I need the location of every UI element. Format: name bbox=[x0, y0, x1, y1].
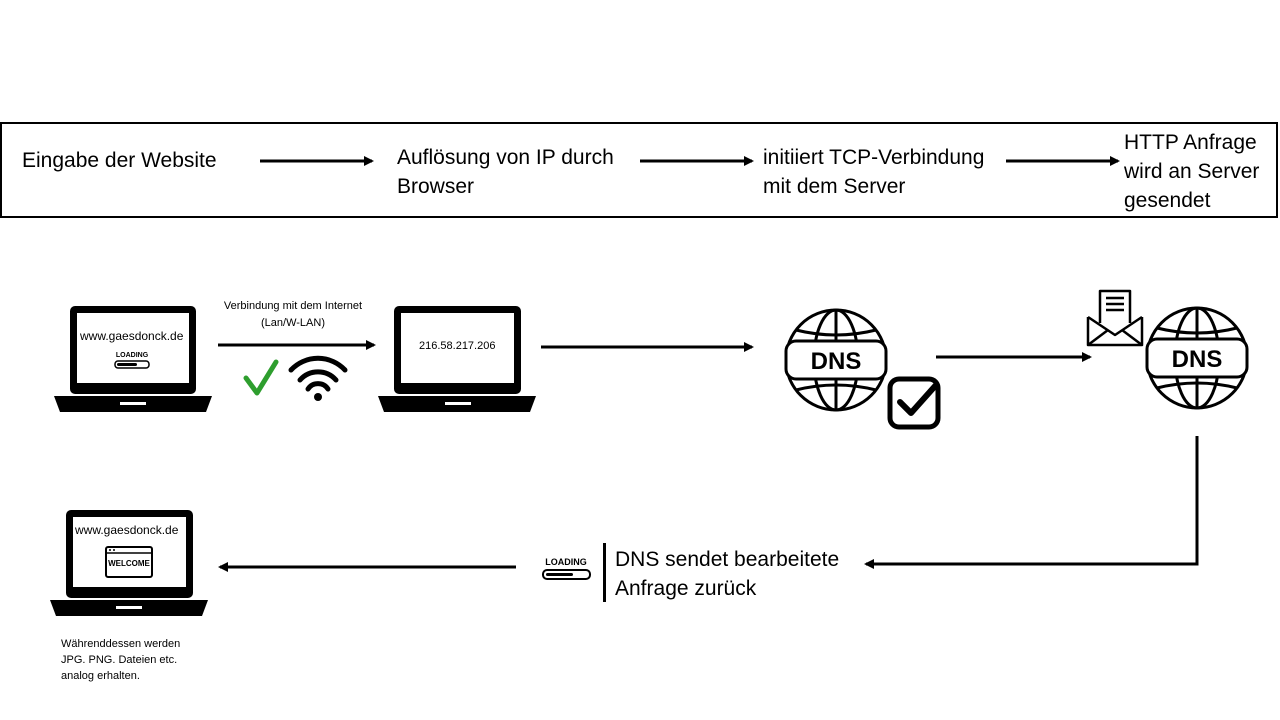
process-steps-box bbox=[0, 122, 1278, 218]
step-3: initiiert TCP-Verbindung mit dem Server bbox=[763, 143, 984, 201]
loading-badge-1: LOADING bbox=[116, 352, 149, 359]
laptop-1-url: www.gaesdonck.de bbox=[80, 329, 184, 343]
checkmark-icon bbox=[243, 359, 279, 396]
connection-label-line-2: (Lan/W-LAN) bbox=[261, 317, 325, 329]
dns-label-2: DNS bbox=[1172, 346, 1223, 373]
step-4: HTTP Anfrage wird an Server gesendet bbox=[1124, 128, 1259, 215]
step-4-line-1: HTTP Anfrage bbox=[1124, 131, 1257, 154]
wifi-icon bbox=[288, 355, 348, 401]
loading-bar-icon-2 bbox=[542, 569, 591, 580]
footnote-line-1: Währenddessen werden bbox=[61, 638, 181, 650]
return-arrow bbox=[864, 436, 1199, 569]
loading-badge-2: LOADING bbox=[545, 557, 587, 567]
footnote-line-2: JPG. PNG. Dateien etc. bbox=[61, 654, 178, 666]
dns-globe-icon-1 bbox=[784, 308, 888, 412]
connection-label: Verbindung mit dem Internet (Lan/W-LAN) bbox=[208, 298, 378, 332]
dns-label-1: DNS bbox=[811, 348, 862, 375]
loading-bar-icon-1 bbox=[114, 360, 150, 369]
checkbox-icon bbox=[887, 376, 941, 430]
step-4-line-3: gesendet bbox=[1124, 189, 1211, 212]
welcome-window-icon bbox=[105, 546, 153, 578]
step-1-line-1: Eingabe der Website bbox=[22, 149, 217, 172]
laptop-icon-1 bbox=[54, 306, 212, 412]
footnote-line-3: analog erhalten. bbox=[61, 670, 140, 682]
step-3-line-1: initiiert TCP-Verbindung bbox=[763, 146, 985, 169]
step-2-line-1: Auflösung von IP durch bbox=[397, 146, 614, 169]
dns-response-text: DNS sendet bearbeitete Anfrage zurück bbox=[615, 545, 839, 603]
step-4-line-2: wird an Server bbox=[1124, 160, 1260, 183]
welcome-badge: WELCOME bbox=[108, 559, 150, 568]
dns-globe-icon-2 bbox=[1145, 306, 1249, 410]
dns-response-line-1: DNS sendet bearbeitete bbox=[615, 548, 840, 571]
step-2-line-2: Browser bbox=[397, 175, 475, 198]
laptop-icon-2 bbox=[378, 306, 536, 412]
laptop-2-ip: 216.58.217.206 bbox=[419, 340, 496, 352]
step-3-line-2: mit dem Server bbox=[763, 175, 906, 198]
step-1: Eingabe der Website bbox=[22, 146, 217, 175]
connection-label-line-1: Verbindung mit dem Internet bbox=[223, 300, 363, 312]
laptop-3-url: www.gaesdonck.de bbox=[75, 523, 179, 537]
laptop-icon-3 bbox=[50, 510, 208, 616]
step-2: Auflösung von IP durch Browser bbox=[397, 143, 614, 201]
envelope-icon bbox=[1086, 289, 1144, 347]
dns-response-line-2: Anfrage zurück bbox=[615, 577, 757, 600]
footnote: Währenddessen werden JPG. PNG. Dateien e… bbox=[61, 636, 180, 684]
dns-response-divider bbox=[603, 543, 606, 602]
